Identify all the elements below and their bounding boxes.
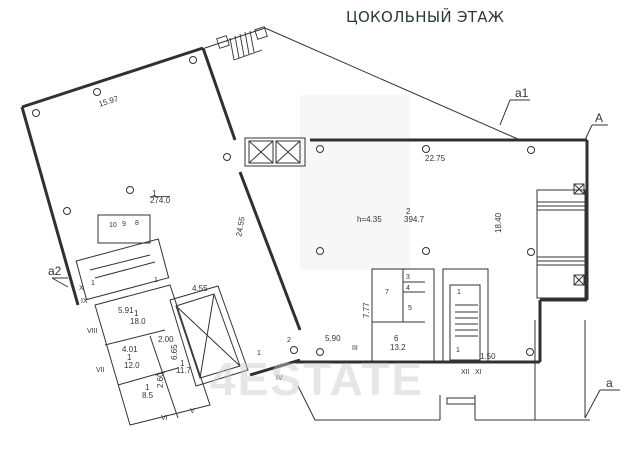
svg-text:VIII: VIII: [87, 328, 98, 335]
svg-text:2: 2: [287, 337, 291, 344]
watermark: 4ESTATE: [210, 353, 425, 405]
svg-text:1: 1: [257, 350, 261, 357]
svg-text:1: 1: [456, 347, 460, 354]
svg-text:4.01: 4.01: [122, 345, 138, 354]
svg-text:1: 1: [154, 277, 158, 284]
svg-text:III: III: [352, 345, 358, 352]
svg-text:V: V: [190, 408, 195, 415]
svg-text:VII: VII: [96, 367, 105, 374]
floor-title: ЦОКОЛЬНЫЙ ЭТАЖ: [346, 8, 505, 26]
svg-text:XI: XI: [475, 369, 482, 376]
svg-text:1: 1: [457, 289, 461, 296]
svg-text:5.90: 5.90: [325, 334, 341, 343]
svg-text:4: 4: [406, 285, 410, 292]
svg-text:1: 1: [91, 280, 95, 287]
svg-text:IV: IV: [276, 375, 283, 382]
svg-text:1.50: 1.50: [480, 352, 496, 361]
svg-text:18.40: 18.40: [494, 212, 503, 233]
svg-text:2: 2: [406, 207, 411, 216]
svg-text:2.00: 2.00: [158, 335, 174, 344]
svg-text:8: 8: [135, 220, 139, 227]
svg-text:394.7: 394.7: [404, 215, 425, 224]
svg-text:274.0: 274.0: [150, 196, 171, 205]
svg-text:22.75: 22.75: [425, 154, 446, 163]
svg-text:8.5: 8.5: [142, 391, 154, 400]
svg-text:10: 10: [109, 222, 117, 229]
svg-text:4.55: 4.55: [192, 284, 208, 293]
svg-text:13.2: 13.2: [390, 343, 406, 352]
svg-text:a: a: [606, 376, 613, 390]
svg-text:1: 1: [127, 353, 132, 362]
svg-text:3: 3: [406, 274, 410, 281]
svg-text:A: A: [595, 111, 603, 125]
svg-text:a1: a1: [515, 86, 529, 100]
svg-text:18.0: 18.0: [130, 317, 146, 326]
svg-text:11.7: 11.7: [176, 366, 192, 375]
svg-text:7: 7: [385, 289, 389, 296]
svg-text:1: 1: [152, 189, 157, 198]
svg-text:h=4.35: h=4.35: [357, 215, 382, 224]
svg-text:5.91: 5.91: [118, 306, 134, 315]
svg-text:1: 1: [145, 383, 150, 392]
svg-text:6: 6: [394, 334, 399, 343]
svg-text:5: 5: [408, 305, 412, 312]
svg-text:1: 1: [134, 309, 139, 318]
svg-text:XII: XII: [461, 369, 470, 376]
svg-text:6.65: 6.65: [170, 344, 179, 360]
svg-text:24.55: 24.55: [234, 216, 246, 238]
svg-text:9: 9: [122, 221, 126, 228]
svg-text:7.77: 7.77: [362, 302, 371, 318]
svg-text:15.97: 15.97: [98, 94, 120, 109]
svg-text:12.0: 12.0: [124, 361, 140, 370]
svg-text:2.60: 2.60: [156, 372, 165, 388]
svg-text:VI: VI: [161, 415, 168, 422]
svg-text:a2: a2: [48, 264, 62, 278]
svg-text:IX: IX: [81, 298, 88, 305]
svg-text:1: 1: [180, 359, 185, 368]
svg-text:X: X: [79, 285, 84, 292]
